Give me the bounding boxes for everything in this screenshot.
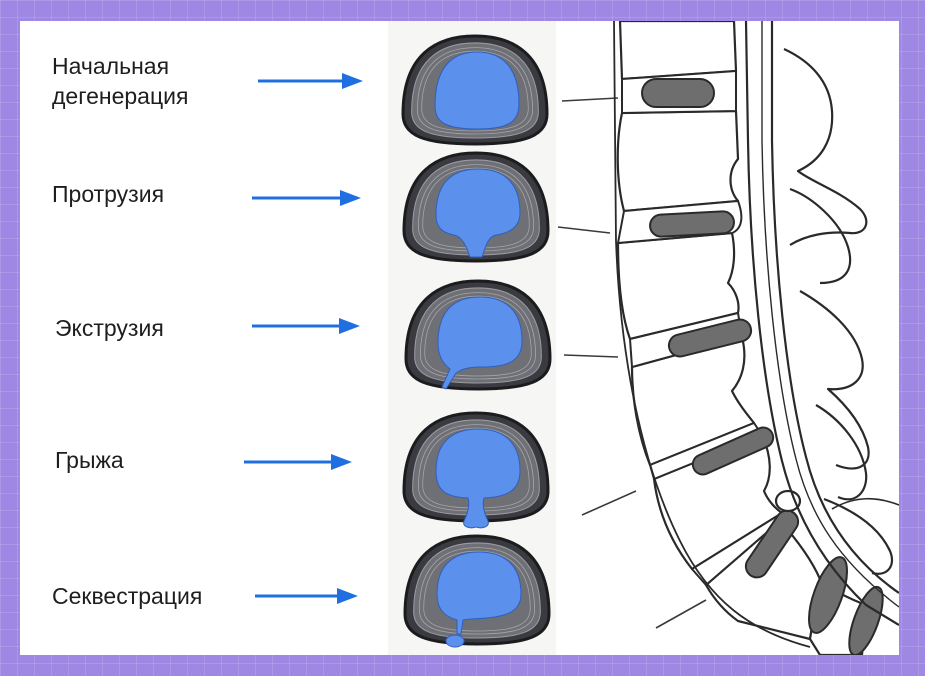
vertebra — [616, 231, 740, 341]
leader-lines — [557, 97, 707, 629]
stage-label-initial-degeneration: Начальная дегенерация — [52, 53, 188, 109]
arrow-right-icon — [252, 190, 361, 206]
vertebra — [618, 21, 738, 81]
stage-arrows — [244, 73, 363, 604]
anterior-contour — [613, 21, 811, 648]
figure-panel: Начальная дегенерация Протрузия Экструзи… — [20, 21, 899, 655]
arrow-right-icon — [244, 454, 352, 470]
spinous-process — [789, 187, 852, 285]
disc-cross-section-icon — [402, 151, 550, 263]
disc-cross-section-icon — [403, 534, 551, 648]
spinous-process — [823, 497, 894, 575]
stage-label-line: Секвестрация — [52, 583, 202, 609]
spinous-process — [783, 48, 868, 246]
stage-label-line: Грыжа — [55, 447, 124, 473]
herniation-bulge — [774, 489, 802, 513]
arrow-right-icon — [255, 588, 358, 604]
stage-label-sequestration: Секвестрация — [52, 583, 202, 609]
arrow-right-icon — [258, 73, 363, 89]
stage-label-line: Экструзия — [55, 315, 164, 341]
disc-degeneration-diagram: Начальная дегенерация Протрузия Экструзи… — [52, 21, 899, 655]
spinal-canal-back — [770, 21, 899, 594]
disc-cross-section-icon — [402, 411, 550, 529]
spine-side-view — [557, 21, 899, 655]
stage-label-extrusion: Экструзия — [55, 315, 164, 341]
stage-label-herniation: Грыжа — [55, 447, 124, 473]
disc-cross-section-icon — [404, 279, 552, 391]
intervertebral-discs — [617, 70, 884, 655]
stage-label-line: Протрузия — [52, 181, 164, 207]
stage-labels: Начальная дегенерация Протрузия Экструзи… — [52, 53, 202, 609]
disc-cross-section-icon — [401, 34, 549, 146]
spinous-process — [815, 404, 868, 501]
posterior-ridge — [831, 497, 899, 510]
stage-label-line: дегенерация — [52, 83, 188, 109]
vertebra — [652, 433, 784, 571]
stage-label-line: Начальная — [52, 53, 169, 79]
spinal-canal-front — [744, 21, 899, 626]
vertebra — [616, 109, 740, 213]
spinal-cord — [761, 21, 899, 608]
stage-label-protrusion: Протрузия — [52, 181, 164, 207]
spinous-process — [799, 290, 870, 470]
arrow-right-icon — [252, 318, 360, 334]
